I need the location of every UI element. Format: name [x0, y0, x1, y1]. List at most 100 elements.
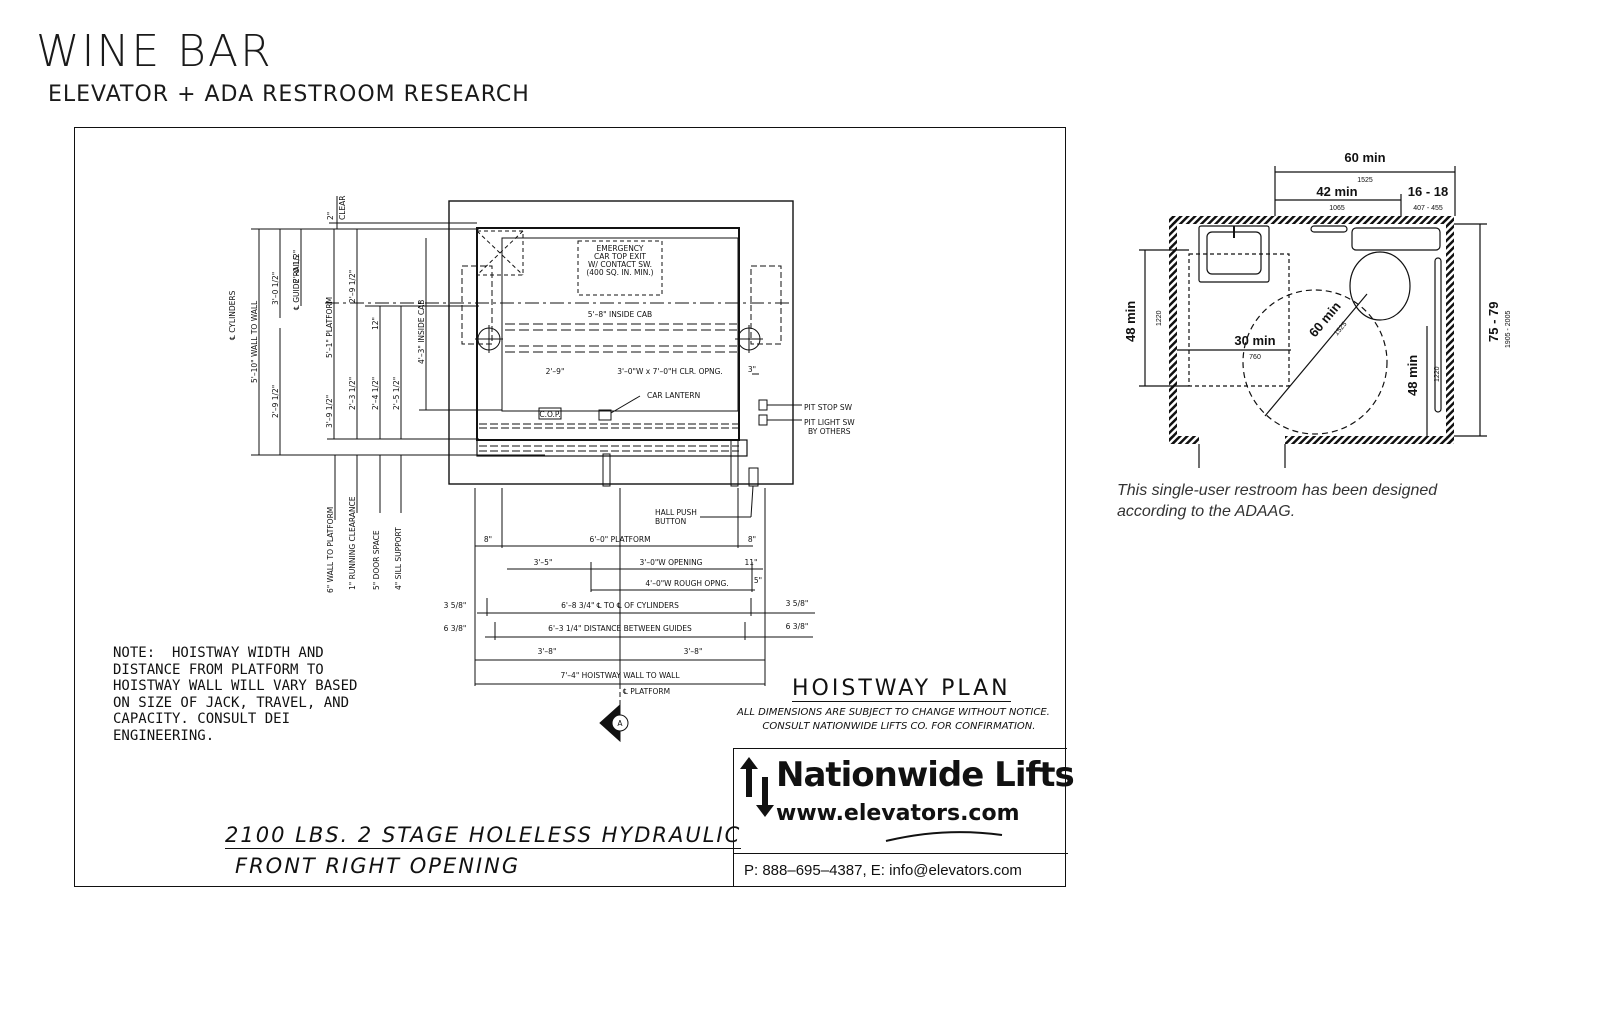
ada-dim-48b: 48 min [1405, 355, 1420, 396]
dim-2-9: 2'–9" [546, 367, 565, 376]
v-clear: CLEAR [338, 196, 347, 221]
up-down-arrow-icon [740, 757, 774, 817]
ada-dim-42-mm: 1065 [1329, 205, 1345, 212]
ada-dim-16-18-mm: 407 - 455 [1413, 205, 1443, 212]
ada-dim-48: 48 min [1123, 301, 1138, 342]
by-others-label: BY OTHERS [808, 427, 851, 436]
car-lantern-label: CAR LANTERN [647, 391, 700, 400]
ada-dim-48b-mm: 1220 [1434, 366, 1441, 382]
ada-dim-75-79: 75 - 79 [1486, 302, 1501, 342]
dim-3: 3" [748, 365, 756, 374]
left-wall [1169, 216, 1177, 444]
model-line-1: 2100 LBS. 2 STAGE HOLELESS HYDRAULIC [225, 823, 742, 849]
clear-opening-label: 3'–0"W x 7'–0"H CLR. OPNG. [617, 367, 723, 376]
platform-6-0-label: 6'–0" PLATFORM [589, 535, 650, 544]
hoistway-plan-drawing: EMERGENCY CAR TOP EXIT W/ CONTACT SW. (4… [228, 196, 855, 743]
swoosh-icon [885, 831, 1003, 842]
emergency-exit-box [577, 240, 663, 296]
v-2-3-5: 2'–3 1/2" [348, 377, 357, 410]
model-line-2: FRONT RIGHT OPENING [235, 854, 521, 878]
turning-circle [1242, 289, 1388, 435]
between-guides-label: 6'–3 1/4" DISTANCE BETWEEN GUIDES [548, 624, 692, 633]
page-title: WINE BAR [36, 26, 273, 77]
dim-3-8-right: 3'–8" [684, 647, 703, 656]
v-platform-5-1: 5'–1" PLATFORM [325, 297, 334, 358]
left-guide-housing [461, 265, 493, 345]
v-sill-support: 4" SILL SUPPORT [394, 527, 403, 590]
dim-3-8-left: 3'–8" [538, 647, 557, 656]
v-2-9-5b: 2'–9 1/2" [348, 270, 357, 303]
svg-text:W/ CONTACT SW.: W/ CONTACT SW. [588, 260, 652, 269]
emergency-exit-label: EMERGENCY CAR TOP EXIT W/ CONTACT SW. (4… [586, 244, 653, 277]
cl-platform-label: ℄ PLATFORM [623, 687, 670, 696]
svg-text:(400 SQ. IN. MIN.): (400 SQ. IN. MIN.) [586, 268, 653, 277]
bottom-wall-right [1285, 436, 1454, 444]
dim-8-left: 8" [484, 535, 492, 544]
hoistway-note: NOTE: HOISTWAY WIDTH AND DISTANCE FROM P… [113, 645, 358, 744]
dim-3-5: 3'–5" [534, 558, 553, 567]
right-guide-housing [750, 265, 782, 345]
opening-3-0-label: 3'–0"W OPENING [639, 558, 702, 567]
svg-text:CAR TOP EXIT: CAR TOP EXIT [594, 252, 646, 261]
bottom-wall-left [1169, 436, 1199, 444]
v-12: 12" [371, 317, 380, 330]
ada-dim-60-mm: 1525 [1357, 177, 1373, 184]
v-inside-cab: 4'–3" INSIDE CAB [417, 300, 426, 364]
ada-dim-radius-60-mm: 1525 [1333, 321, 1348, 338]
v-cylinders: ℄ CYLINDERS [228, 290, 237, 340]
ada-dim-60: 60 min [1344, 150, 1385, 165]
section-marker: A [617, 719, 623, 728]
hoistway-outline [448, 200, 794, 485]
v-2-5-5: 2'–5 1/2" [392, 377, 401, 410]
cab-inner-wall [501, 237, 739, 412]
toilet-tank [1351, 227, 1441, 251]
svg-text:EMERGENCY: EMERGENCY [596, 244, 643, 253]
v-guide-rails: ℄ GUIDE RAILS [292, 255, 301, 310]
ada-dim-16-18: 16 - 18 [1408, 184, 1448, 199]
cop-label: C.O.P. [539, 410, 560, 419]
contact-info: P: 888–695–4387, E: info@elevators.com [734, 853, 1068, 887]
v-2-0-5: 2'–0 1/2" [292, 250, 301, 283]
v-clear-2: 2" [326, 212, 335, 220]
dim-3-5-8-left: 3 5/8" [444, 601, 467, 610]
dim-6-3-8-left: 6 3/8" [444, 624, 467, 633]
v-wall-to-wall: 5'–10" WALL TO WALL [250, 300, 259, 383]
pit-light-label: PIT LIGHT SW [804, 418, 855, 427]
button-label: BUTTON [655, 517, 686, 526]
v-3-0-5: 3'–0 1/2" [271, 272, 280, 305]
dim-5: 5" [754, 576, 762, 585]
inside-cab-label: 5'–8" INSIDE CAB [588, 310, 652, 319]
brand-logo-text: Nationwide Lifts [776, 755, 1075, 795]
dim-11: 11" [745, 558, 758, 567]
dim-8-right: 8" [748, 535, 756, 544]
v-running-clearance: 1" RUNNING CLEARANCE [348, 496, 357, 590]
right-wall [1446, 216, 1454, 444]
website-link[interactable]: www.elevators.com [776, 801, 1020, 826]
dim-3-5-8-right: 3 5/8" [786, 599, 809, 608]
ada-restroom-diagram: 60 min 1525 42 min 1065 16 - 18 407 - 45… [1115, 146, 1515, 476]
ada-dim-48-mm: 1220 [1156, 310, 1163, 326]
v-3-9-5: 3'–9 1/2" [325, 395, 334, 428]
toilet-bowl [1349, 251, 1411, 321]
ada-caption: This single-user restroom has been desig… [1117, 482, 1438, 520]
hoistway-drawing-sheet: EMERGENCY CAR TOP EXIT W/ CONTACT SW. (4… [74, 127, 1075, 887]
v-door-space: 5" DOOR SPACE [372, 530, 381, 590]
v-2-9-5: 2'–9 1/2" [271, 385, 280, 418]
plan-title: HOISTWAY PLAN [792, 676, 1011, 702]
pit-stop-label: PIT STOP SW [804, 403, 853, 412]
ada-dim-30: 30 min [1234, 333, 1275, 348]
ada-dim-30-mm: 760 [1249, 354, 1261, 361]
cylinders-cl-label: 6'–8 3/4" ℄ TO ℄ OF CYLINDERS [561, 601, 679, 610]
rough-opening-label: 4'–0"W ROUGH OPNG. [645, 579, 728, 588]
top-wall [1169, 216, 1454, 224]
wall-to-wall-label: 7'–4" HOISTWAY WALL TO WALL [560, 671, 680, 680]
title-block: Nationwide Lifts www.elevators.com P: 88… [733, 748, 1075, 887]
page-subtitle: ELEVATOR + ADA RESTROOM RESEARCH [48, 82, 530, 107]
ada-dim-75-79-mm: 1905 - 2005 [1505, 311, 1512, 348]
hall-push-label: HALL PUSH [655, 508, 697, 517]
ada-dim-42: 42 min [1316, 184, 1357, 199]
v-2-4-5: 2'–4 1/2" [371, 377, 380, 410]
dim-6-3-8-right: 6 3/8" [786, 622, 809, 631]
v-wall-to-platform: 6" WALL TO PLATFORM [326, 507, 335, 593]
disclaimer: ALL DIMENSIONS ARE SUBJECT TO CHANGE WIT… [737, 707, 1050, 732]
